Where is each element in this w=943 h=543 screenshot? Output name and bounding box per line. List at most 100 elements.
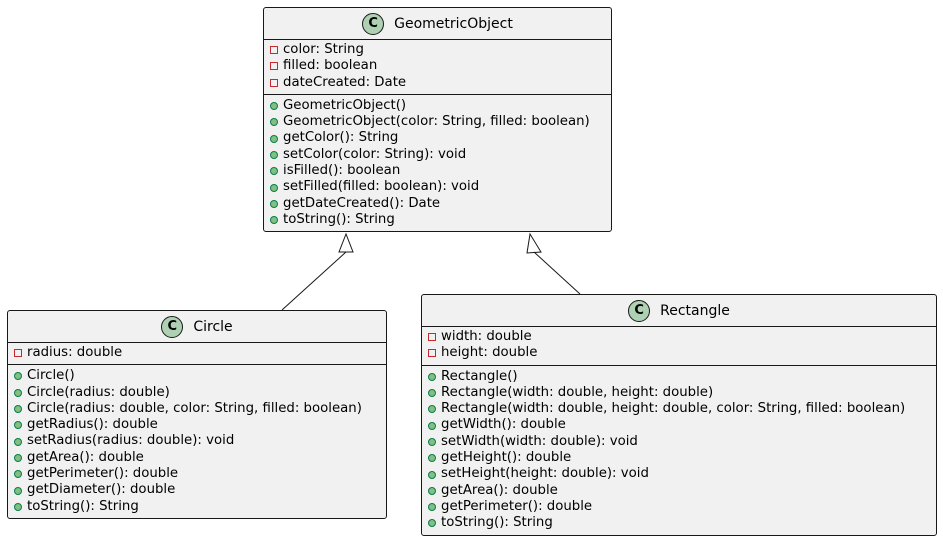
field-text: width: double bbox=[441, 329, 532, 344]
public-visibility-icon bbox=[428, 405, 436, 414]
method-text: getColor(): String bbox=[283, 130, 399, 146]
public-visibility-icon bbox=[428, 454, 436, 463]
public-visibility-icon bbox=[14, 502, 22, 511]
method-text: getPerimeter(): double bbox=[441, 498, 593, 514]
public-visibility-icon bbox=[428, 389, 436, 398]
method-row: setRadius(radius: double): void bbox=[14, 433, 386, 449]
method-text: Rectangle(width: double, height: double) bbox=[441, 384, 714, 400]
method-row: getArea(): double bbox=[14, 450, 386, 466]
field-row: filled: boolean bbox=[270, 58, 611, 74]
method-text: getArea(): double bbox=[27, 449, 144, 465]
public-visibility-icon bbox=[428, 486, 436, 495]
public-visibility-icon bbox=[270, 118, 278, 127]
public-visibility-icon bbox=[428, 503, 436, 512]
class-circle[interactable]: C Circle radius: double Circle()Circle(r… bbox=[7, 310, 387, 519]
public-visibility-icon bbox=[14, 486, 22, 495]
method-row: Rectangle() bbox=[428, 369, 936, 385]
private-visibility-icon bbox=[428, 333, 436, 342]
class-header: C Rectangle bbox=[422, 295, 936, 327]
method-text: setRadius(radius: double): void bbox=[27, 433, 235, 449]
field-text: height: double bbox=[441, 345, 538, 361]
public-visibility-icon bbox=[428, 519, 436, 528]
private-visibility-icon bbox=[270, 78, 278, 87]
method-text: GeometricObject(color: String, filled: b… bbox=[283, 114, 590, 130]
public-visibility-icon bbox=[14, 388, 22, 397]
method-row: setHeight(height: double): void bbox=[428, 466, 936, 482]
class-name: Rectangle bbox=[660, 302, 730, 319]
field-text: dateCreated: Date bbox=[283, 74, 407, 90]
class-name: GeometricObject bbox=[394, 15, 513, 32]
method-row: setColor(color: String): void bbox=[270, 147, 611, 163]
method-row: toString(): String bbox=[270, 212, 611, 228]
field-row: radius: double bbox=[14, 345, 386, 361]
method-text: Rectangle(width: double, height: double,… bbox=[441, 401, 906, 417]
public-visibility-icon bbox=[14, 405, 22, 414]
class-badge-icon: C bbox=[362, 12, 385, 35]
public-visibility-icon bbox=[270, 216, 278, 225]
field-text: color: String bbox=[283, 42, 364, 57]
public-visibility-icon bbox=[14, 437, 22, 446]
method-row: getPerimeter(): double bbox=[14, 466, 386, 482]
public-visibility-icon bbox=[428, 421, 436, 430]
method-row: getArea(): double bbox=[428, 483, 936, 499]
private-visibility-icon bbox=[270, 62, 278, 71]
public-visibility-icon bbox=[270, 134, 278, 143]
public-visibility-icon bbox=[428, 437, 436, 446]
method-row: Circle() bbox=[14, 368, 386, 384]
method-row: Circle(radius: double, color: String, fi… bbox=[14, 401, 386, 417]
private-visibility-icon bbox=[428, 349, 436, 358]
field-row: dateCreated: Date bbox=[270, 75, 611, 91]
public-visibility-icon bbox=[270, 167, 278, 176]
method-row: getWidth(): double bbox=[428, 417, 936, 433]
method-text: setHeight(height: double): void bbox=[441, 466, 649, 482]
public-visibility-icon bbox=[270, 199, 278, 208]
method-text: GeometricObject() bbox=[283, 97, 407, 113]
class-badge-icon: C bbox=[628, 299, 651, 322]
field-row: width: double bbox=[428, 329, 936, 345]
methods-section: Rectangle()Rectangle(width: double, heig… bbox=[422, 364, 936, 535]
public-visibility-icon bbox=[270, 102, 278, 111]
method-text: toString(): String bbox=[27, 498, 139, 514]
private-visibility-icon bbox=[270, 46, 278, 55]
class-header: C Circle bbox=[8, 311, 386, 343]
public-visibility-icon bbox=[428, 372, 436, 381]
method-text: toString(): String bbox=[441, 515, 553, 531]
method-text: getRadius(): double bbox=[27, 417, 158, 433]
method-text: setColor(color: String): void bbox=[283, 146, 467, 162]
public-visibility-icon bbox=[270, 183, 278, 192]
method-row: Rectangle(width: double, height: double) bbox=[428, 385, 936, 401]
method-row: getDateCreated(): Date bbox=[270, 196, 611, 212]
method-row: getColor(): String bbox=[270, 130, 611, 146]
method-row: getPerimeter(): double bbox=[428, 499, 936, 515]
public-visibility-icon bbox=[270, 150, 278, 159]
method-text: setFilled(filled: boolean): void bbox=[283, 179, 480, 195]
method-text: getPerimeter(): double bbox=[27, 466, 179, 482]
method-row: isFilled(): boolean bbox=[270, 163, 611, 179]
method-row: getDiameter(): double bbox=[14, 482, 386, 498]
method-text: setWidth(width: double): void bbox=[441, 433, 638, 449]
method-row: getRadius(): double bbox=[14, 417, 386, 433]
method-row: GeometricObject(color: String, filled: b… bbox=[270, 114, 611, 130]
method-row: setWidth(width: double): void bbox=[428, 434, 936, 450]
public-visibility-icon bbox=[14, 453, 22, 462]
field-text: filled: boolean bbox=[283, 58, 378, 74]
method-text: getArea(): double bbox=[441, 482, 558, 498]
rectangle-inheritance-arrowhead bbox=[526, 232, 542, 254]
method-row: toString(): String bbox=[428, 515, 936, 531]
method-row: Circle(radius: double) bbox=[14, 385, 386, 401]
method-row: GeometricObject() bbox=[270, 98, 611, 114]
public-visibility-icon bbox=[14, 372, 22, 381]
methods-section: Circle()Circle(radius: double)Circle(rad… bbox=[8, 364, 386, 518]
method-text: getDiameter(): double bbox=[27, 482, 176, 498]
method-text: toString(): String bbox=[283, 211, 395, 227]
method-text: Circle() bbox=[27, 368, 75, 384]
method-text: getWidth(): double bbox=[441, 417, 566, 433]
method-row: setFilled(filled: boolean): void bbox=[270, 179, 611, 195]
field-row: color: String bbox=[270, 42, 611, 58]
circle-inheritance-line bbox=[281, 251, 347, 311]
public-visibility-icon bbox=[428, 470, 436, 479]
